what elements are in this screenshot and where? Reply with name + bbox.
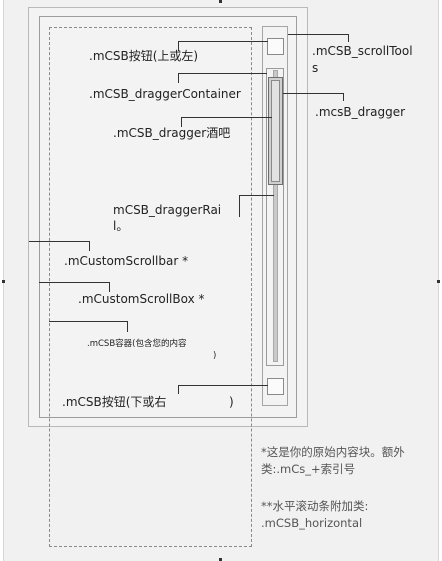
leader-line-container-h	[49, 321, 127, 322]
custom-scrollbox-box	[39, 16, 297, 418]
note-original-content-line2: 类:.mCs_+索引号	[261, 462, 356, 476]
leader-line-dragger-rail-h	[239, 195, 274, 196]
label-dragger: .mcsB_dragger	[315, 105, 406, 119]
label-custom-scrollbox: .mCustomScrollBox *	[78, 292, 205, 306]
leader-line-dragger-rail-v	[239, 195, 240, 217]
leader-line-button-up-v	[178, 41, 179, 51]
leader-line-dragger-bar-h	[181, 117, 272, 118]
leader-line-button-down-h	[178, 385, 268, 386]
edge-handle-top	[219, 0, 222, 3]
label-custom-scrollbar: .mCustomScrollbar *	[64, 254, 189, 268]
edge-handle-right	[437, 280, 440, 283]
label-button-up: .mCSB按钮(上或左)	[89, 49, 199, 63]
leader-line-dragger-v	[343, 93, 344, 101]
label-scroll-tools-line1: .mCSB_scrollTool	[312, 44, 413, 58]
custom-scrollbar-box	[28, 7, 308, 427]
label-button-down: .mCSB按钮(下或右	[62, 395, 167, 409]
note-horizontal-line2: .mCSB_horizontal	[261, 516, 363, 530]
label-dragger-rail-line1: mCSB_draggerRai	[113, 203, 222, 217]
leader-line-dragger-h	[283, 93, 343, 94]
label-scroll-tools-line2: s	[312, 61, 319, 75]
leader-line-dragger-bar-v	[181, 117, 182, 127]
leader-line-custom-scrollbox-h	[39, 282, 109, 283]
edge-handle-left	[2, 280, 5, 283]
button-down-box	[267, 378, 284, 395]
leader-line-container-v	[127, 321, 128, 332]
button-up-box	[267, 38, 284, 55]
leader-line-custom-scrollbar-v	[89, 241, 90, 251]
label-container: .mCSB容器(包含您的内容	[87, 339, 187, 349]
leader-line-scroll-tools-v	[348, 34, 349, 42]
dragger-container-box	[266, 68, 284, 366]
leader-line-custom-scrollbar-h	[29, 241, 89, 242]
note-horizontal-line1: **水平滚动条附加类:	[261, 499, 369, 513]
leader-line-button-up-h	[178, 41, 268, 42]
container-box	[49, 27, 252, 547]
leader-line-button-down-v	[178, 385, 179, 394]
leader-line-dragger-container-v	[178, 73, 179, 83]
note-original-content-line1: *这是你的原始内容块。额外	[261, 445, 405, 459]
edge-handle-bottom	[219, 558, 222, 561]
dragger-rail-box	[273, 70, 278, 362]
label-dragger-rail-line2: l。	[113, 219, 129, 233]
label-button-down-close: )	[229, 395, 234, 409]
label-dragger-container: .mCSB_draggerContainer	[89, 87, 241, 101]
leader-line-custom-scrollbox-v	[109, 282, 110, 292]
label-container-close: )	[213, 351, 217, 361]
dragger-bar-box	[271, 80, 280, 182]
label-dragger-bar: .mCSB_dragger酒吧	[113, 126, 231, 140]
scroll-tools-box	[262, 26, 288, 406]
leader-line-scroll-tools-h	[288, 34, 348, 35]
leader-line-dragger-container-h	[178, 73, 267, 74]
